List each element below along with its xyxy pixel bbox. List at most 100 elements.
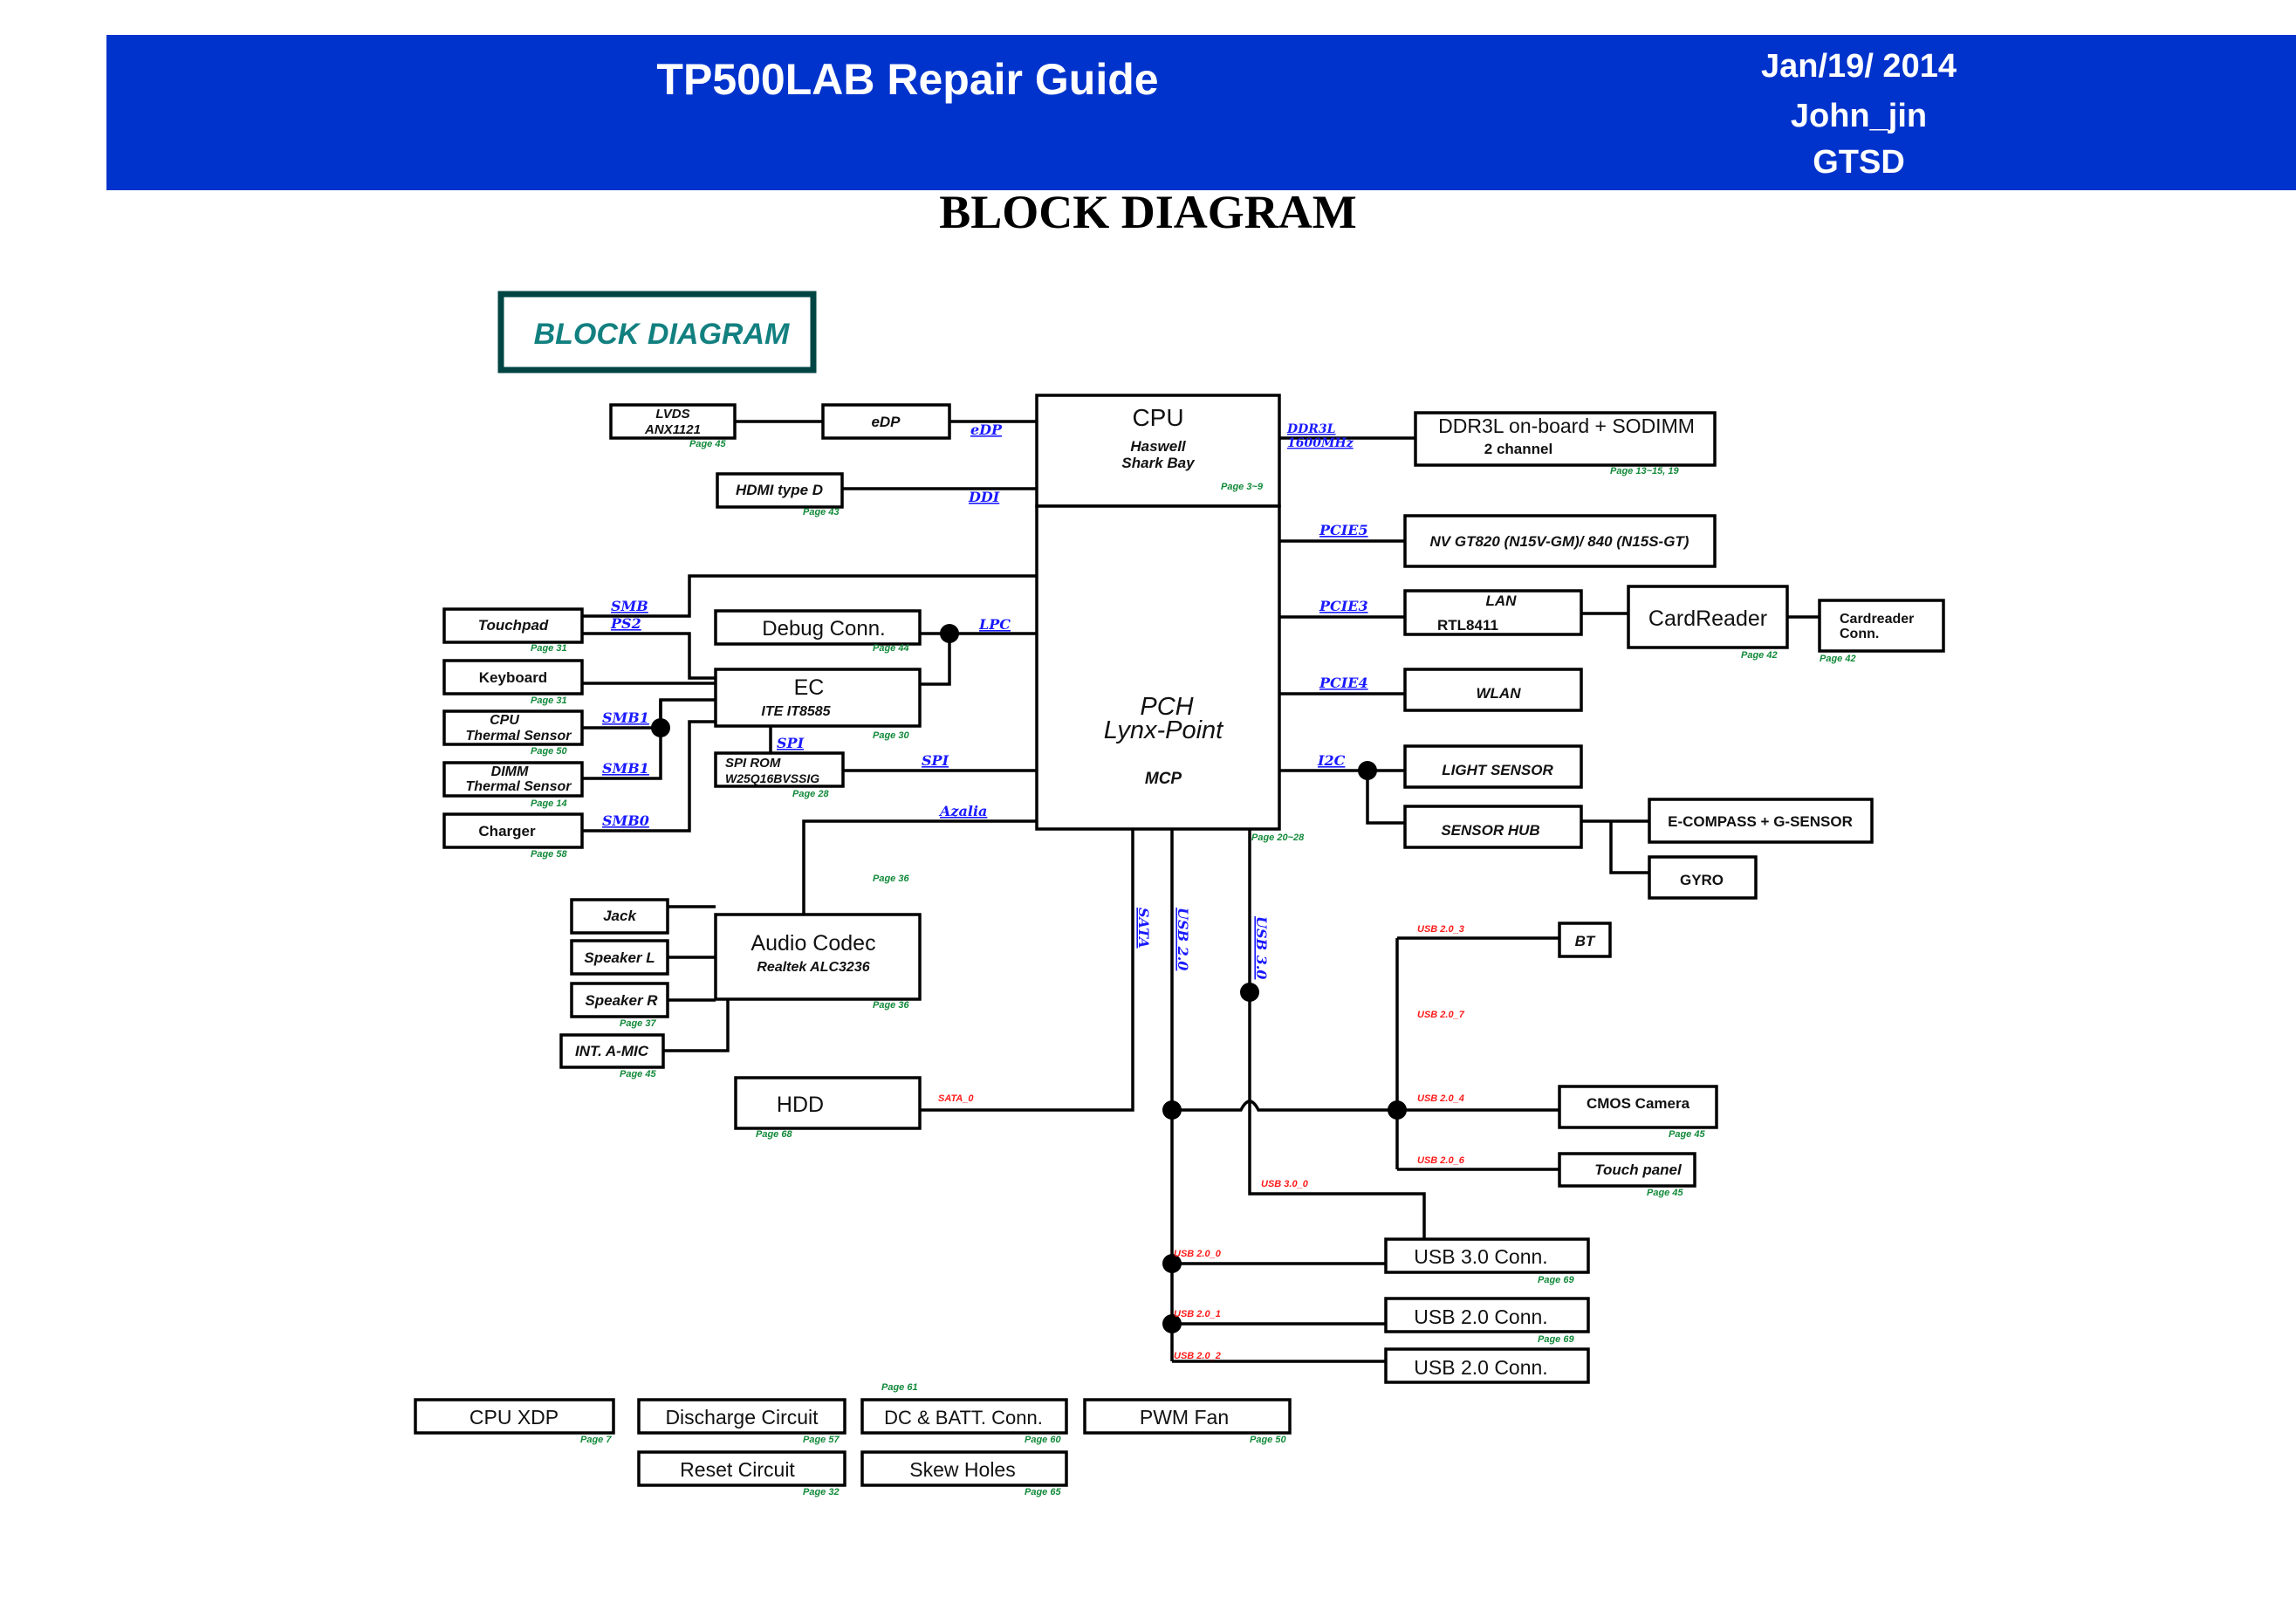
block-touchpad[interactable]: Touchpad Page 31 [442,607,584,654]
audio-line1: Realtek ALC3236 [757,960,869,975]
block-cardreader[interactable]: CardReader Page 42 [1627,585,1789,661]
ddr-line1: DDR3L on-board + SODIMM [1438,415,1695,437]
usb-label-cmos: USB 2.0_4 [1417,1093,1464,1104]
edp-label: eDP [871,414,901,430]
block-speaker-r[interactable]: Speaker R Page 37 [570,982,669,1029]
block-lvds[interactable]: LVDS ANX1121 Page 45 [609,403,737,449]
block-speaker-l[interactable]: Speaker L [570,939,669,976]
bus-label-pcie-lan: PCIE3 [1319,598,1368,614]
cpu-title: CPU [1132,404,1183,431]
cardreader-page: Page 42 [1741,650,1778,661]
usb-label-bt: USB 2.0_3 [1417,924,1464,935]
block-discharge[interactable]: Discharge Circuit Page 57 [637,1398,846,1445]
usb3-conn-page: Page 69 [1538,1275,1574,1285]
bus-label-ddr2: 1600MHz [1287,436,1354,450]
block-light-sensor[interactable]: LIGHT SENSOR [1403,744,1583,789]
block-pch[interactable]: PCH Lynx-Point MCP Page 20~28 [1035,504,1305,843]
junction-dot [1162,1254,1182,1273]
block-debug[interactable]: Debug Conn. Page 44 [714,609,922,654]
header-title: TP500LAB Repair Guide [656,55,1159,104]
bus-label-lpc: LPC [978,616,1011,633]
bus-label-ddr1: DDR3L [1286,422,1336,436]
bus-label-usb20: USB 2.0 [1175,908,1191,970]
cpu-thermal-page: Page 50 [531,746,567,757]
block-reset[interactable]: Reset Circuit Page 32 [637,1450,846,1497]
reset-page: Page 32 [803,1487,840,1497]
diagram-title-box [497,291,817,373]
bus-label-smb1-b: SMB1 [602,760,649,777]
sensor-hub-label: SENSOR HUB [1441,822,1539,839]
usb-label-u20-1: USB 2.0_1 [1174,1309,1221,1319]
block-skew-holes[interactable]: Skew Holes Page 65 [860,1450,1068,1497]
cardreader-conn-page: Page 42 [1820,654,1856,664]
bus-label-pcie-gpu: PCIE5 [1319,522,1368,538]
block-ec[interactable]: EC ITE IT8585 Page 30 [714,668,922,741]
wire-touchpad-smb [582,574,1037,618]
block-dc-batt[interactable]: DC & BATT. Conn. Page 60 Page 61 [860,1382,1068,1445]
block-lan[interactable]: LAN RTL8411 [1403,589,1583,636]
lan-line1: LAN [1486,593,1518,609]
bus-label-usb30: USB 3.0 [1253,916,1270,979]
junction-dot [651,718,670,737]
block-charger[interactable]: Charger Page 58 [442,812,584,860]
block-audio-codec[interactable]: Audio Codec Realtek ALC3236 Page 36 Page… [714,874,922,1011]
usb2-conn-1-page: Page 69 [1538,1334,1574,1345]
block-cpu[interactable]: CPU Haswell Shark Bay Page 3~9 [1035,394,1281,508]
junction-dot [1162,1314,1182,1333]
speaker-l-label: Speaker L [584,949,655,966]
block-dimm-thermal[interactable]: DIMM Thermal Sensor Page 14 [442,761,584,809]
block-jack[interactable]: Jack [570,898,669,935]
block-sensor-hub[interactable]: SENSOR HUB [1403,805,1583,849]
block-keyboard[interactable]: Keyboard Page 31 [442,659,584,706]
ecompass-label: E-COMPASS + G-SENSOR [1668,813,1853,830]
wire-ec-lpc [920,634,951,686]
spi-rom-line2: W25Q16BVSSIG [725,771,819,785]
bus-label-ddi: DDI [968,489,1000,505]
speaker-r-label: Speaker R [585,992,658,1009]
usb2-conn-2-label: USB 2.0 Conn. [1414,1356,1547,1379]
block-amic[interactable]: INT. A-MIC Page 45 [559,1033,665,1079]
block-hdd[interactable]: HDD Page 68 [734,1076,922,1140]
hdmi-page: Page 43 [803,507,840,517]
block-touch-panel[interactable]: Touch panel Page 45 [1558,1152,1696,1198]
block-ecompass[interactable]: E-COMPASS + G-SENSOR [1648,798,1874,844]
junction-dot [940,624,959,643]
amic-label: INT. A-MIC [575,1043,649,1059]
block-gpu[interactable]: NV GT820 (N15V-GM)/ 840 (N15S-GT) [1403,514,1717,568]
bus-label-spi-pch: SPI [922,752,949,769]
block-bt[interactable]: BT [1558,922,1612,958]
cpu-line2: Shark Bay [1121,455,1196,471]
block-hdmi[interactable]: HDMI type D Page 43 [716,472,844,517]
dc-batt-page: Page 60 [1025,1435,1061,1445]
bus-label-azalia: Azalia [938,803,987,819]
block-cpu-thermal[interactable]: CPU Thermal Sensor Page 50 [442,709,584,757]
block-cmos-camera[interactable]: CMOS Camera Page 45 [1558,1085,1718,1140]
junction-dot [1162,1100,1182,1120]
header-banner [106,35,2296,190]
discharge-label: Discharge Circuit [665,1406,819,1429]
usb-port-labels: SATA_0 USB 2.0_3 USB 2.0_7 USB 2.0_4 USB… [938,924,1465,1361]
block-usb2-conn-2[interactable]: USB 2.0 Conn. [1384,1347,1590,1384]
dimm-thermal-line2: Thermal Sensor [466,779,572,794]
block-cardreader-conn[interactable]: Cardreader Conn. Page 42 [1818,599,1945,664]
block-cpu-xdp[interactable]: CPU XDP Page 7 [414,1398,615,1445]
block-pwm-fan[interactable]: PWM Fan Page 50 [1083,1398,1292,1445]
bus-label-smb1-a: SMB1 [602,709,649,726]
block-usb2-conn-1[interactable]: USB 2.0 Conn. Page 69 [1384,1297,1590,1345]
block-wlan[interactable]: WLAN [1403,668,1583,712]
reset-label: Reset Circuit [680,1458,795,1481]
block-spi-rom[interactable]: SPI ROM W25Q16BVSSIG Page 28 [714,751,845,799]
block-gyro[interactable]: GYRO [1648,855,1758,900]
bus-label-pcie-wlan: PCIE4 [1319,675,1368,691]
block-edp[interactable]: eDP [821,403,951,440]
touch-panel-label: Touch panel [1594,1161,1683,1178]
bus-label-edp: eDP [970,421,1003,438]
bus-labels: eDP DDI DDR3L 1600MHz PCIE5 PCIE3 PCIE4 … [602,421,1368,979]
diagram-title: BLOCK DIAGRAM [534,318,790,351]
wire-dimmtherm-smb1 [582,698,716,780]
block-ddr[interactable]: DDR3L on-board + SODIMM 2 channel Page 1… [1414,411,1717,476]
hdmi-label: HDMI type D [736,482,823,498]
dc-batt-label: DC & BATT. Conn. [884,1407,1043,1429]
block-usb3-conn[interactable]: USB 3.0 Conn. Page 69 [1384,1237,1590,1285]
